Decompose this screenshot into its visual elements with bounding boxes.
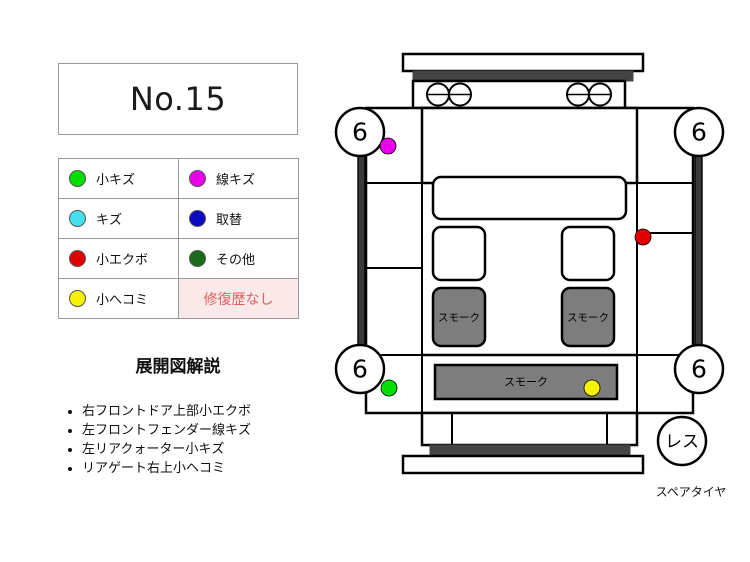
legend-label: 小エクボ — [96, 253, 149, 268]
wheel-front-right — [673, 106, 725, 158]
damage-marker-left-rear-quarter — [380, 379, 398, 397]
vehicle-number-label: No.15 — [129, 80, 227, 118]
legend-dot-icon — [189, 250, 206, 267]
table-row: キズ 取替 — [58, 198, 299, 239]
front-bumper-bar — [401, 52, 645, 73]
list-item: 左フロントフェンダー線キズ — [82, 421, 342, 440]
wheel-label-front-right: 6 — [691, 118, 707, 147]
legend-label: その他 — [216, 253, 256, 268]
legend-dot-icon — [69, 250, 86, 267]
legend-label: 取替 — [216, 213, 243, 228]
legend-dot-icon — [69, 210, 86, 227]
wheel-label-rear-right: 6 — [691, 355, 707, 384]
rear-lower-panel — [420, 411, 639, 447]
wheel-front-left — [334, 106, 386, 158]
right-front-window — [560, 225, 616, 282]
legend-cell-replacement: 取替 — [178, 198, 299, 239]
spare-tire-circle — [656, 415, 708, 467]
legend-cell-small-scratch: 小キズ — [58, 158, 179, 199]
legend-cell-scratch: キズ — [58, 198, 179, 239]
damage-notes-list: 右フロントドア上部小エクボ 左フロントフェンダー線キズ 左リアクォーター小キズ … — [64, 402, 342, 478]
front-bumper-strip — [412, 70, 634, 82]
spare-tire-caption: スペアタイヤ — [655, 485, 727, 499]
explanation-title: 展開図解説 — [135, 357, 221, 377]
damage-marker-rear-gate-upper-right — [583, 379, 601, 397]
right-rear-window-label: スモーク — [567, 312, 609, 324]
damage-marker-right-front-door — [634, 228, 652, 246]
right-rear-window-smoked — [560, 286, 616, 348]
table-row: 小キズ 線キズ — [58, 158, 299, 199]
wheel-label-rear-left: 6 — [352, 355, 368, 384]
rear-bumper-strip — [429, 444, 631, 457]
left-rear-window-smoked — [431, 286, 487, 348]
legend-dot-icon — [189, 170, 206, 187]
list-item: 右フロントドア上部小エクボ — [82, 402, 342, 421]
legend-label: 線キズ — [216, 173, 256, 188]
legend-cell-line-scratch: 線キズ — [178, 158, 299, 199]
hood-panel — [420, 106, 639, 185]
no-repair-history-badge: 修復歴なし — [178, 278, 299, 319]
wheel-label-front-left: 6 — [352, 118, 368, 147]
left-front-window — [431, 225, 487, 282]
left-rear-window-label: スモーク — [438, 312, 480, 324]
rear-bumper-bar — [401, 454, 645, 475]
damage-marker-left-front-fender — [379, 137, 397, 155]
table-row: 小へコミ 修復歴なし — [58, 278, 299, 319]
list-item: 左リアクォーター小キズ — [82, 440, 342, 459]
windshield-glass — [431, 175, 628, 221]
legend-cell-small-depression: 小へコミ — [58, 278, 179, 319]
legend-dot-icon — [189, 210, 206, 227]
list-item: リアゲート右上小ヘコミ — [82, 459, 342, 478]
wheel-rear-right — [673, 343, 725, 395]
damage-legend-table: 小キズ 線キズ キズ 取替 小エクボ その他 — [58, 158, 299, 319]
vehicle-number-box: No.15 — [58, 63, 298, 135]
legend-dot-icon — [69, 290, 86, 307]
legend-cell-other: その他 — [178, 238, 299, 279]
spare-tire-label: レス — [665, 432, 699, 452]
wheel-rear-left — [334, 343, 386, 395]
legend-label: キズ — [96, 213, 123, 228]
table-row: 小エクボ その他 — [58, 238, 299, 279]
vehicle-schematic-diagram: 6 6 6 6 レス スモーク スモーク スモーク — [330, 45, 730, 515]
legend-label: 小キズ — [96, 173, 136, 188]
legend-dot-icon — [69, 170, 86, 187]
legend-cell-small-dent: 小エクボ — [58, 238, 179, 279]
legend-label: 小へコミ — [96, 293, 149, 308]
rear-window-label: スモーク — [504, 376, 548, 389]
